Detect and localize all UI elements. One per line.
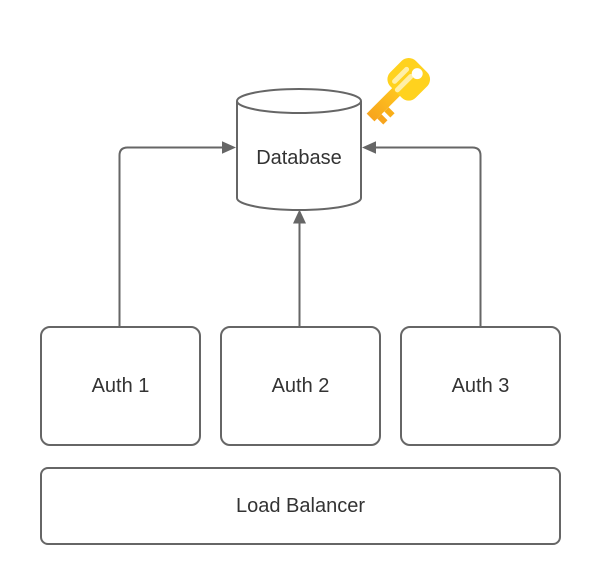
database-node-label: Database <box>237 139 361 177</box>
load-balancer-label: Load Balancer <box>236 495 365 517</box>
edge-auth2-arrowhead-icon <box>293 209 306 224</box>
auth-2-label: Auth 2 <box>271 375 330 397</box>
key-highlight-stripe <box>394 73 414 93</box>
database-label: Database <box>256 146 342 169</box>
database-cylinder-shape <box>236 88 362 211</box>
key-icon-shape <box>366 57 431 125</box>
node-auth-2: Auth 2 <box>220 326 381 446</box>
key-hole <box>411 68 423 80</box>
node-auth-3: Auth 3 <box>400 326 561 446</box>
edge-auth1-arrowhead-icon <box>222 141 236 154</box>
key-shaft <box>366 86 402 122</box>
database-cylinder-top <box>236 88 362 114</box>
key-highlight-stripe <box>392 66 410 84</box>
auth-3-label: Auth 3 <box>451 375 510 397</box>
node-load-balancer: Load Balancer <box>40 467 561 545</box>
edge-auth2-database <box>293 209 306 326</box>
key-tooth <box>384 107 395 118</box>
key-tooth <box>377 114 388 125</box>
edge-auth3-arrowhead-icon <box>362 141 376 154</box>
database-cylinder-body <box>236 101 362 211</box>
auth-1-label: Auth 1 <box>91 375 150 397</box>
node-auth-1: Auth 1 <box>40 326 201 446</box>
edge-auth1-line <box>118 146 222 326</box>
edge-auth3-line <box>376 146 482 326</box>
edge-auth3-database <box>362 141 482 326</box>
key-icon <box>366 57 431 125</box>
edge-auth1-database <box>118 141 236 326</box>
